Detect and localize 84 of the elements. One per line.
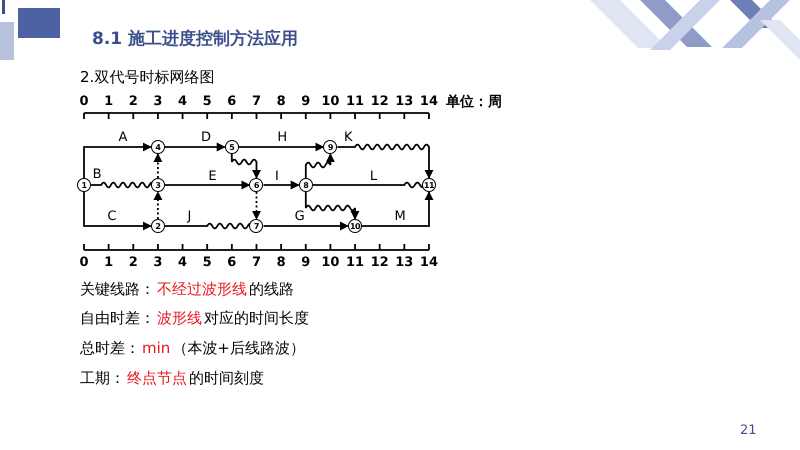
wavy-arrow [304, 153, 335, 178]
event-node: 2 [150, 219, 165, 233]
highlighted-text: 终点节点 [127, 369, 187, 387]
arrow [83, 142, 152, 178]
highlighted-text: 波形线 [157, 309, 202, 327]
time-tick-label: 3 [152, 256, 164, 269]
dashed-arrow [153, 153, 162, 178]
definition-text: 的线路 [249, 280, 294, 298]
event-node: 1 [77, 178, 91, 192]
time-tick-label: 1 [103, 256, 114, 269]
event-node: 8 [298, 178, 313, 192]
event-node: 5 [224, 140, 239, 154]
term-label: 自由时差： [80, 309, 155, 327]
arrow [83, 192, 152, 230]
edge-label: H [277, 131, 288, 144]
edge-label: K [344, 131, 352, 144]
event-node: 7 [249, 219, 264, 233]
arrow [238, 142, 324, 152]
edge-label: L [370, 170, 378, 183]
term-label: 关键线路： [80, 280, 155, 298]
time-tick-label: 12 [370, 256, 390, 269]
time-tick-label: 7 [250, 256, 262, 269]
arrow [264, 180, 300, 190]
time-tick-label: 1 [103, 95, 114, 108]
time-tick-label: 2 [128, 256, 139, 269]
term-label: 工期： [80, 369, 125, 387]
term-label: 总时差： [80, 339, 140, 357]
time-tick-label: 5 [202, 256, 213, 269]
time-tick-label: 9 [300, 95, 312, 108]
time-tick-label: 4 [177, 95, 188, 108]
edge-label: G [294, 210, 305, 223]
wavy-arrow [337, 144, 434, 179]
time-tick-label: 0 [78, 256, 90, 269]
edge-label: M [394, 210, 406, 223]
arrow [362, 191, 434, 227]
event-node: 11 [422, 178, 436, 192]
time-tick-label: 2 [128, 95, 139, 108]
time-tick-label: 11 [345, 95, 366, 108]
time-tick-label: 10 [320, 95, 340, 108]
time-tick-label: 13 [394, 256, 414, 269]
section-heading: 2.双代号时标网络图 [80, 70, 214, 85]
arrow [164, 180, 250, 190]
edge-label: C [107, 210, 116, 223]
event-node: 10 [348, 219, 362, 233]
time-tick-label: 13 [394, 95, 414, 108]
event-node: 9 [323, 140, 338, 154]
time-tick-label: 8 [276, 95, 287, 108]
time-tick-label: 8 [276, 256, 287, 269]
definition-text: 的时间刻度 [189, 369, 264, 387]
edge-label: J [187, 210, 192, 223]
dashed-arrow [252, 192, 261, 220]
time-tick-label: 3 [152, 95, 164, 108]
time-tick-label: 14 [418, 95, 439, 108]
edge-label: A [118, 131, 128, 144]
time-tick-label: 5 [202, 95, 213, 108]
edge-label: B [92, 168, 102, 181]
definition-text: （本波+后线路波） [172, 339, 305, 357]
unit-label: 单位：周 [446, 95, 502, 109]
edge-label: I [274, 170, 279, 183]
time-tick-label: 6 [226, 256, 238, 269]
time-tick-label: 0 [78, 95, 90, 108]
time-tick-label: 7 [250, 95, 262, 108]
edge-label: D [201, 131, 212, 144]
page-number: 21 [740, 424, 757, 437]
slide-title: 8.1 施工进度控制方法应用 [92, 31, 298, 48]
time-tick-label: 11 [345, 256, 366, 269]
time-tick-label: 12 [370, 95, 390, 108]
time-tick-label: 14 [418, 256, 439, 269]
event-node: 4 [150, 140, 165, 154]
wavy-arrow [230, 154, 261, 179]
event-node: 6 [249, 178, 264, 192]
arrow [264, 222, 349, 230]
dashed-arrow [153, 191, 162, 219]
time-tick-label: 10 [320, 256, 340, 269]
time-tick-label: 4 [177, 256, 188, 269]
wavy-arrow [304, 192, 360, 220]
time-tick-label: 9 [300, 256, 312, 269]
edge-label: E [208, 170, 217, 183]
definition-text: 对应的时间长度 [204, 309, 309, 327]
highlighted-text: min [142, 339, 170, 357]
highlighted-text: 不经过波形线 [157, 280, 247, 298]
time-tick-label: 6 [226, 95, 238, 108]
arrow [164, 142, 226, 152]
event-node: 3 [150, 178, 165, 192]
